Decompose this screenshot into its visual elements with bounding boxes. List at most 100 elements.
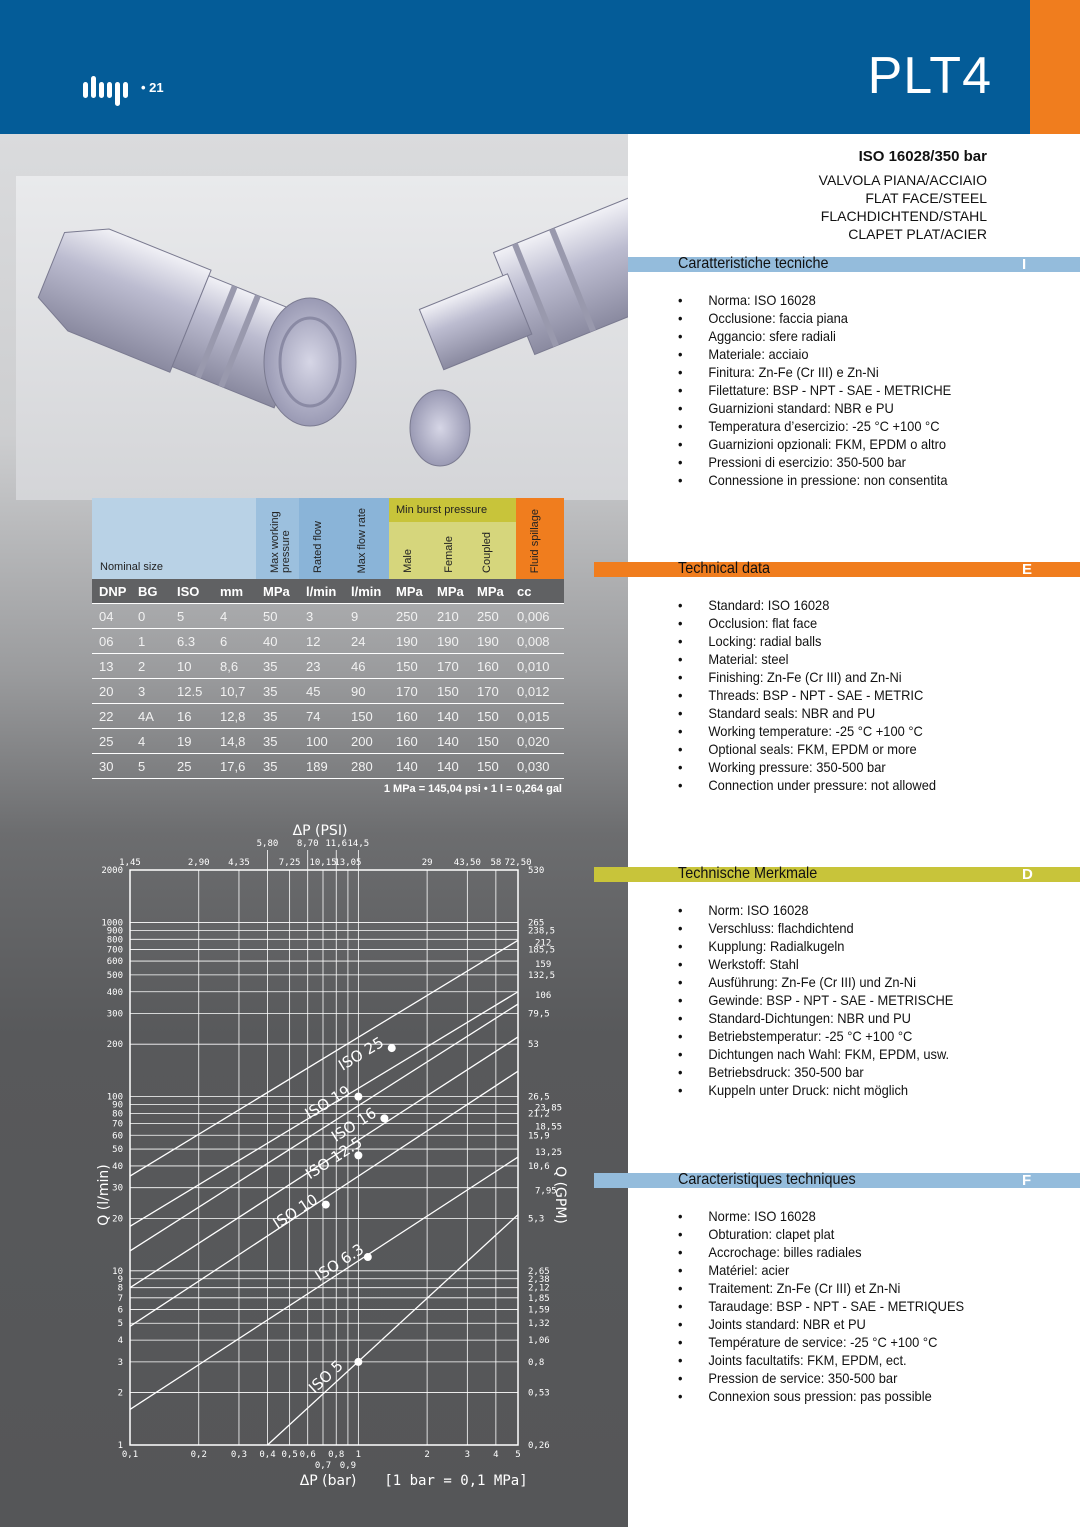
standard-title: ISO 16028/350 bar <box>858 148 987 165</box>
table-cell: 140 <box>437 758 459 774</box>
unit-cell: cc <box>517 583 532 599</box>
section-list-de: Norm: ISO 16028Verschluss: flachdichtend… <box>678 901 977 1099</box>
fluid-spillage-label: Fluid spillage <box>529 508 541 573</box>
table-cell: 06 <box>99 633 114 649</box>
table-cell: 35 <box>263 733 278 749</box>
gpm-tick-label: 5,3 <box>528 1214 544 1224</box>
section-bar-de <box>594 867 1080 882</box>
list-item: Temperatura d’esercizio: -25 °C +100 °C <box>678 417 951 435</box>
male-coupler <box>418 195 675 371</box>
table-cell: 90 <box>351 683 366 699</box>
table-cell: 25 <box>99 733 114 749</box>
gpm-tick-label: 159 <box>535 960 551 970</box>
psi-tick-label: 8,70 <box>297 839 319 849</box>
x-tick-label: 0,9 <box>340 1461 356 1471</box>
table-cell: 40 <box>263 633 278 649</box>
list-item: Locking: radial balls <box>678 632 936 650</box>
y-tick-label: 1 <box>118 1441 123 1451</box>
y-tick-label: 100 <box>107 1093 123 1103</box>
series-line <box>129 939 519 1177</box>
list-item: Norm: ISO 16028 <box>678 901 953 919</box>
male-label: Male <box>402 549 414 573</box>
gpm-tick-label: 79,5 <box>528 1010 550 1020</box>
gpm-tick-label: 21,2 <box>528 1110 550 1120</box>
gpm-tick-label: 106 <box>535 991 551 1001</box>
y-tick-label: 90 <box>112 1101 123 1111</box>
y-tick-label: 9 <box>118 1275 123 1285</box>
gpm-tick-label: 2,38 <box>528 1275 550 1285</box>
list-item: Standard-Dichtungen: NBR und PU <box>678 1009 953 1027</box>
psi-tick-label: 11,6 <box>325 839 347 849</box>
list-item: Guarnizioni standard: NBR e PU <box>678 399 951 417</box>
list-item: Betriebsdruck: 350-500 bar <box>678 1063 953 1081</box>
table-cell: 1 <box>138 633 146 649</box>
table-cell: 140 <box>396 758 418 774</box>
list-item: Kuppeln unter Druck: nicht möglich <box>678 1081 953 1099</box>
table-cell: 13 <box>99 658 114 674</box>
list-item: Température de service: -25 °C +100 °C <box>678 1333 964 1351</box>
y-tick-label: 20 <box>112 1214 123 1224</box>
section-bar-it <box>628 257 1080 272</box>
list-item: Werkstoff: Stahl <box>678 955 953 973</box>
table-cell: 190 <box>437 633 459 649</box>
table-cell: 250 <box>477 608 499 624</box>
section-list-it: Norma: ISO 16028Occlusione: faccia piana… <box>678 291 975 489</box>
table-cell: 4 <box>138 733 146 749</box>
page-number: • 21 <box>141 80 164 95</box>
table-cell: 04 <box>99 608 114 624</box>
table-cell: 0,015 <box>517 708 550 724</box>
y-tick-label: 700 <box>107 945 123 955</box>
series-marker <box>354 1092 363 1101</box>
section-title-it: Caratteristiche tecniche <box>678 255 829 272</box>
y-tick-label: 60 <box>112 1131 123 1141</box>
gpm-tick-label: 265 <box>528 918 544 928</box>
table-cell: 0,008 <box>517 633 550 649</box>
table-cell: 189 <box>306 758 328 774</box>
list-item: Kupplung: Radialkugeln <box>678 937 953 955</box>
list-item: Material: steel <box>678 650 936 668</box>
table-cell: 150 <box>477 758 499 774</box>
section-list-fr: Norme: ISO 16028Obturation: clapet platA… <box>678 1207 989 1405</box>
type-line-en: FLAT FACE/STEEL <box>865 190 987 206</box>
list-item: Betriebstemperatur: -25 °C +100 °C <box>678 1027 953 1045</box>
unit-cell: mm <box>220 583 244 599</box>
list-item: Occlusione: faccia piana <box>678 309 951 327</box>
list-item: Connexion sous pression: pas possible <box>678 1387 964 1405</box>
section-letter-de: D <box>1022 866 1033 883</box>
min-burst-label: Min burst pressure <box>389 498 516 522</box>
x-tick-label: 0,3 <box>231 1450 247 1460</box>
y-tick-label: 400 <box>107 988 123 998</box>
gpm-tick-label: 185,5 <box>528 945 555 955</box>
table-cell: 5 <box>177 608 185 624</box>
gpm-tick-label: 15,9 <box>528 1131 550 1141</box>
gpm-tick-label: 1,59 <box>528 1305 550 1315</box>
y-tick-label: 7 <box>118 1294 123 1304</box>
table-cell: 280 <box>351 758 373 774</box>
x-tick-label: 0,4 <box>259 1450 275 1460</box>
dnp-logo <box>83 76 128 106</box>
psi-tick-label: 2,90 <box>188 858 210 868</box>
y-tick-label: 5 <box>118 1319 123 1329</box>
unit-cell: ISO <box>177 583 200 599</box>
y-axis-title: Q (l/min) <box>96 1164 112 1225</box>
table-cell: 160 <box>396 733 418 749</box>
psi-tick-label: 10,15 <box>309 858 336 868</box>
table-cell: 20 <box>99 683 114 699</box>
psi-tick-label: 1,45 <box>119 858 141 868</box>
series-line <box>129 1003 519 1252</box>
table-cell: 12 <box>306 633 321 649</box>
psi-tick-label: 13,05 <box>334 858 361 868</box>
female-label: Female <box>443 536 455 573</box>
psi-tick-label: 43,50 <box>454 858 481 868</box>
series-line <box>129 1070 519 1327</box>
coupled-label: Coupled <box>481 532 493 573</box>
y-tick-label: 600 <box>107 957 123 967</box>
y-tick-label: 2 <box>118 1389 123 1399</box>
